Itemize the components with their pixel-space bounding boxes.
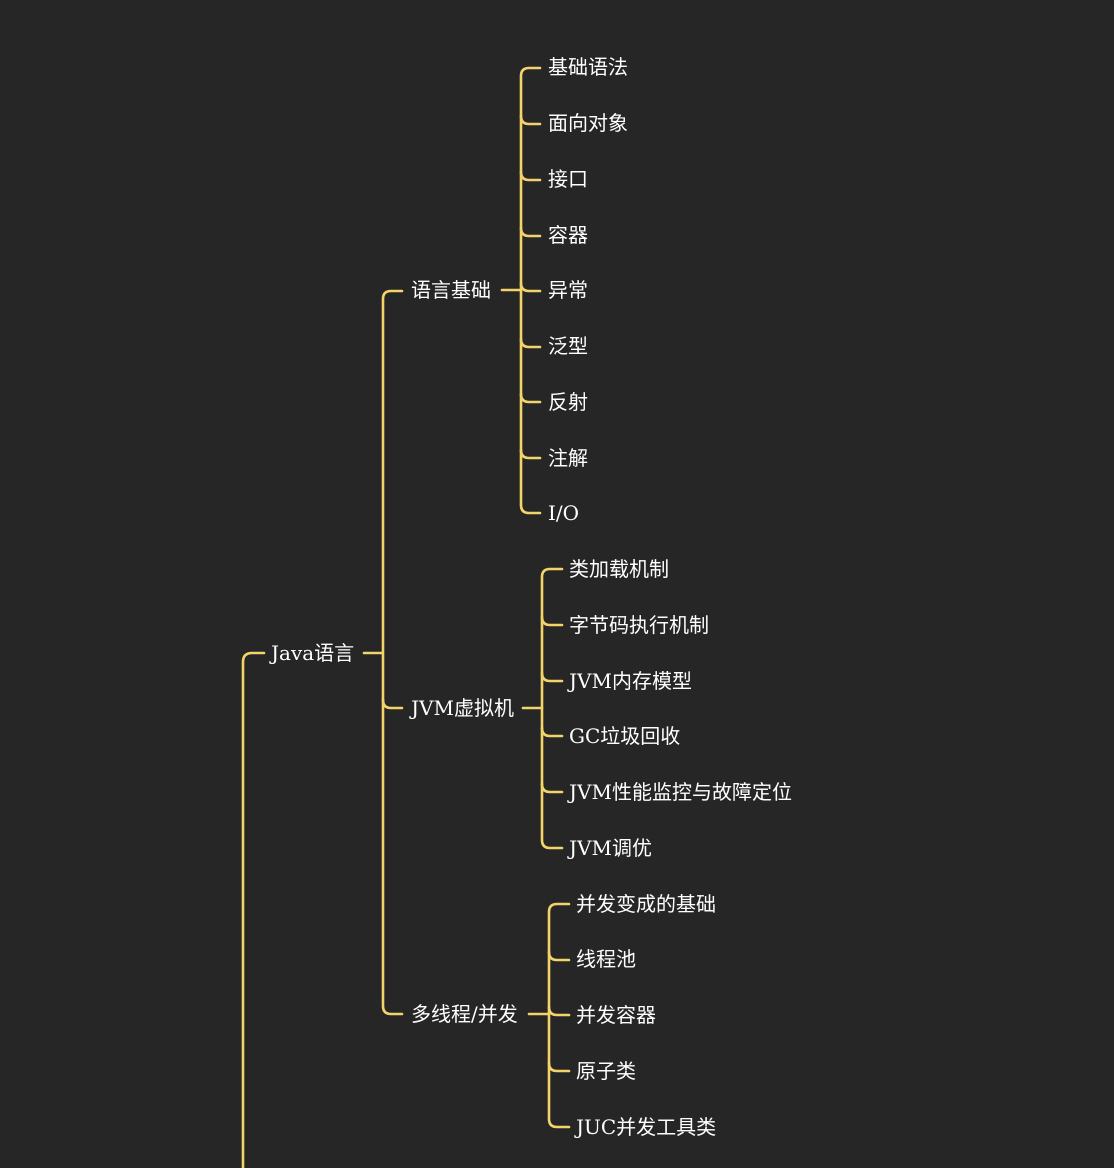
jvm-bracket-spine — [540, 567, 564, 850]
jvm-bracket-tick — [540, 782, 564, 794]
leaf-node[interactable]: 并发变成的基础 — [576, 892, 716, 916]
leaf-node[interactable]: I/O — [548, 501, 580, 525]
jvm-bracket-tick — [540, 671, 564, 683]
leaf-node[interactable]: 原子类 — [576, 1059, 636, 1083]
basics-bracket-tick — [519, 114, 542, 126]
basics-bracket-spine — [519, 66, 542, 515]
leaf-node[interactable]: 线程池 — [576, 947, 636, 971]
leaf-node[interactable]: 类加载机制 — [569, 557, 669, 581]
concurrency-bracket-tick — [547, 1005, 571, 1017]
basics-bracket-tick — [519, 226, 542, 238]
jvm-bracket-tick — [540, 615, 564, 627]
branch-node-language-basics[interactable]: 语言基础 — [411, 278, 491, 302]
level1-bracket-spine — [381, 289, 404, 1016]
basics-bracket-tick — [519, 170, 542, 182]
leaf-node[interactable]: 字节码执行机制 — [569, 613, 709, 637]
leaf-node[interactable]: JVM性能监控与故障定位 — [569, 780, 792, 804]
leaf-node[interactable]: 接口 — [548, 167, 588, 191]
branch-node-concurrency[interactable]: 多线程/并发 — [411, 1002, 518, 1026]
leaf-node[interactable]: JUC并发工具类 — [576, 1115, 717, 1139]
leaf-node[interactable]: JVM内存模型 — [569, 669, 692, 693]
level1-bracket-tick — [381, 698, 404, 710]
basics-bracket-tick — [519, 448, 542, 460]
leaf-node[interactable]: 泛型 — [548, 334, 588, 358]
root-node-java[interactable]: Java语言 — [271, 641, 355, 665]
leaf-node[interactable]: GC垃圾回收 — [569, 724, 681, 748]
leaf-node[interactable]: JVM调优 — [569, 836, 652, 860]
basics-bracket-tick — [519, 392, 542, 404]
concurrency-bracket-spine — [547, 902, 571, 1129]
basics-bracket-tick — [519, 337, 542, 349]
concurrency-bracket-tick — [547, 950, 571, 962]
leaf-node[interactable]: 注解 — [548, 446, 588, 470]
leaf-node[interactable]: 容器 — [548, 223, 588, 247]
leaf-node[interactable]: 异常 — [548, 278, 588, 302]
root-spine — [241, 651, 266, 1168]
jvm-bracket-tick — [540, 726, 564, 738]
concurrency-bracket-tick — [547, 1061, 571, 1073]
leaf-node[interactable]: 并发容器 — [576, 1003, 656, 1027]
leaf-node[interactable]: 基础语法 — [548, 55, 628, 79]
basics-bracket-tick — [519, 281, 542, 293]
branch-node-jvm[interactable]: JVM虚拟机 — [411, 696, 514, 720]
leaf-node[interactable]: 面向对象 — [548, 111, 628, 135]
leaf-node[interactable]: 反射 — [548, 390, 588, 414]
